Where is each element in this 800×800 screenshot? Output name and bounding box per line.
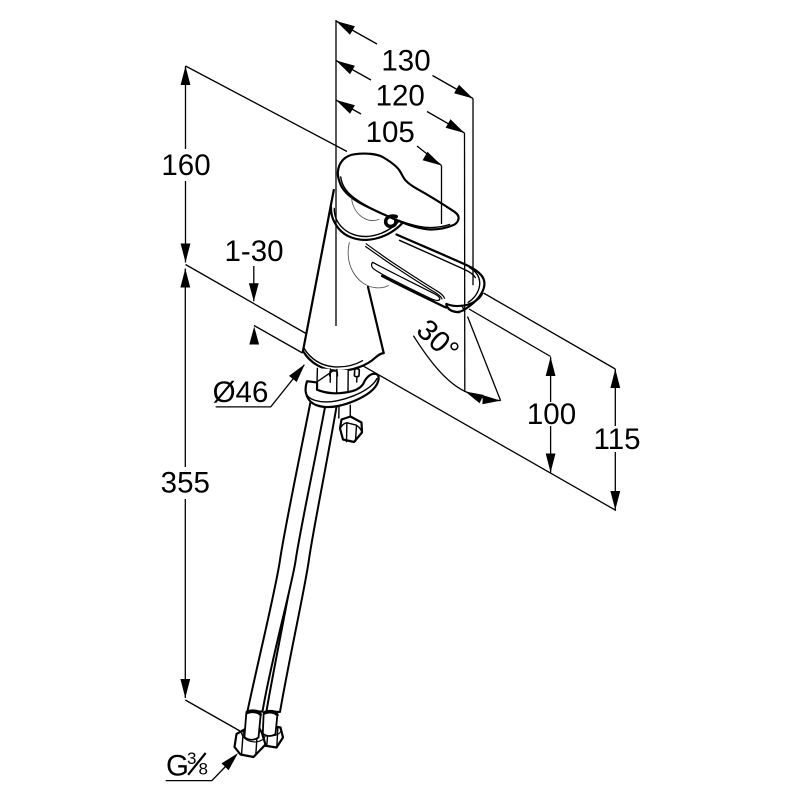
svg-text:355: 355 xyxy=(161,466,210,499)
svg-text:130: 130 xyxy=(381,45,430,78)
svg-text:G: G xyxy=(166,750,189,783)
svg-text:105: 105 xyxy=(366,116,415,149)
svg-text:160: 160 xyxy=(161,149,210,182)
svg-text:Ø46: Ø46 xyxy=(213,376,269,409)
svg-text:115: 115 xyxy=(593,423,640,456)
svg-text:8: 8 xyxy=(199,760,208,779)
svg-text:3: 3 xyxy=(187,749,196,768)
svg-text:100: 100 xyxy=(527,398,576,431)
svg-text:120: 120 xyxy=(376,80,425,113)
svg-text:1-30: 1-30 xyxy=(224,235,283,268)
